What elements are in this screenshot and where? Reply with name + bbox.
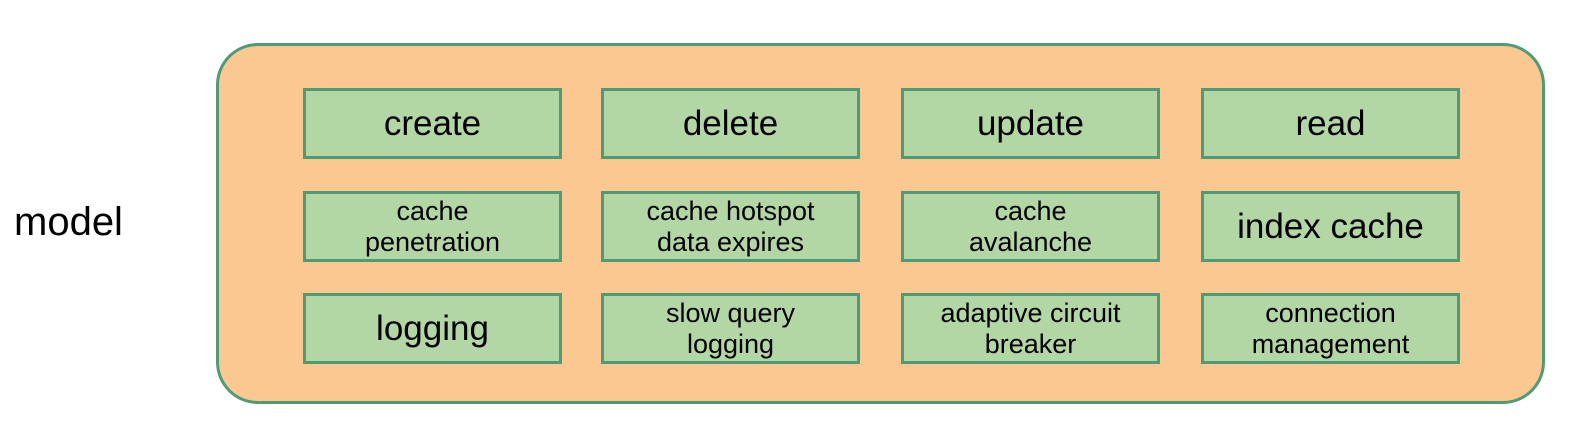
box-delete-label: delete <box>682 103 779 143</box>
box-delete[interactable]: delete <box>601 88 860 159</box>
box-cache-avalanche-label: cache avalanche <box>968 195 1093 257</box>
box-connection-management-label: connection management <box>1251 297 1410 359</box>
box-create-label: create <box>383 103 482 143</box>
row-cache-concerns: cache penetration cache hotspot data exp… <box>219 191 1548 262</box>
box-update-label: update <box>976 103 1085 143</box>
box-adaptive-circuit-breaker[interactable]: adaptive circuit breaker <box>901 293 1160 364</box>
model-label: model <box>14 200 123 244</box>
row-operational-concerns: logging slow query logging adaptive circ… <box>219 293 1548 364</box>
box-adaptive-circuit-breaker-label: adaptive circuit breaker <box>940 297 1121 359</box>
box-cache-penetration[interactable]: cache penetration <box>303 191 562 262</box>
box-index-cache[interactable]: index cache <box>1201 191 1460 262</box>
box-index-cache-label: index cache <box>1237 206 1424 246</box>
box-cache-avalanche[interactable]: cache avalanche <box>901 191 1160 262</box>
box-logging-label: logging <box>376 308 489 348</box>
row-operations: create delete update read <box>219 88 1548 159</box>
box-slow-query-logging-label: slow query logging <box>665 297 796 359</box>
box-logging[interactable]: logging <box>303 293 562 364</box>
box-read-label: read <box>1295 103 1366 143</box>
box-update[interactable]: update <box>901 88 1160 159</box>
box-cache-penetration-label: cache penetration <box>364 195 501 257</box>
box-connection-management[interactable]: connection management <box>1201 293 1460 364</box>
box-create[interactable]: create <box>303 88 562 159</box>
box-read[interactable]: read <box>1201 88 1460 159</box>
box-cache-hotspot-data-expires[interactable]: cache hotspot data expires <box>601 191 860 262</box>
model-group-container: create delete update read cache penetrat… <box>216 43 1545 404</box>
box-cache-hotspot-data-expires-label: cache hotspot data expires <box>646 195 815 257</box>
box-slow-query-logging[interactable]: slow query logging <box>601 293 860 364</box>
